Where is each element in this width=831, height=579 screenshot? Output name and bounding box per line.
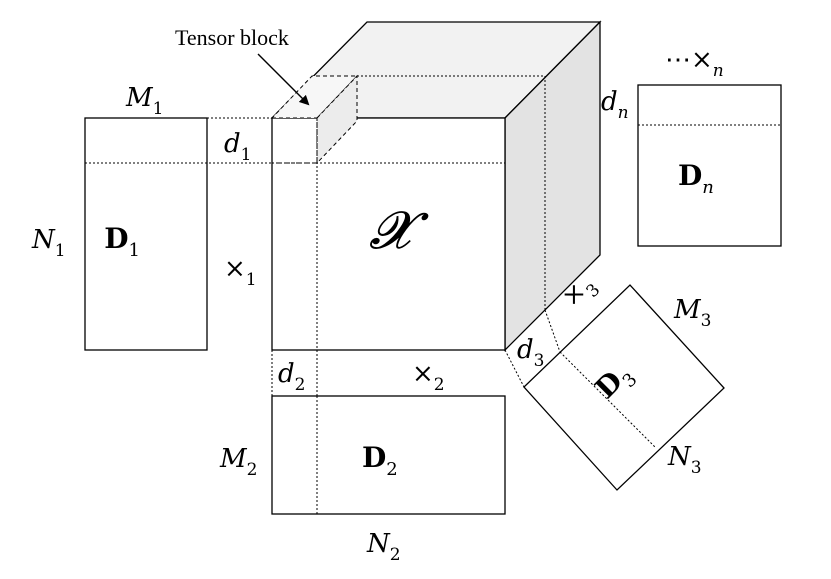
block-size-d2: d2 (278, 359, 305, 395)
matrix-d3-rows: M3 (673, 295, 711, 331)
matrix-d3-guide-2 (544, 309, 561, 353)
matrix-dn: Dn dn ⋯×n (601, 45, 782, 247)
tensor-block-front (271, 117, 318, 164)
matrix-d3-cols: N3 (667, 442, 702, 478)
matrix-d2-label: D2 (362, 441, 398, 480)
matrix-dn-rect (637, 84, 782, 247)
matrix-d1: D1 N1 M1 d1 ×1 (31, 83, 272, 351)
tensor-block (270, 74, 359, 165)
matrix-d1-rect (84, 117, 208, 351)
matrix-d3-guide-1 (504, 349, 525, 388)
tensor-block-side (316, 74, 358, 165)
matrix-d3-rect (523, 284, 725, 491)
matrix-dn-label: Dn (678, 159, 714, 198)
block-size-d3: d3 (517, 335, 544, 371)
block-size-dn: dn (601, 87, 629, 123)
matrix-d2-cols: N2 (366, 529, 401, 565)
tensor-cube: 𝓧 (270, 20, 602, 396)
matrix-d1-rows: N1 (31, 225, 66, 261)
mode-product-n: ⋯×n (665, 45, 724, 81)
matrix-d1-label: D1 (104, 222, 140, 261)
callout-arrow (257, 53, 310, 106)
block-size-d1: d1 (224, 129, 251, 165)
mode-product-2: ×2 (412, 359, 445, 395)
matrix-d1-cols: M1 (125, 83, 163, 119)
mode-product-1: ×1 (224, 254, 257, 290)
matrix-d2-rows: M2 (219, 444, 257, 480)
matrix-d2-rect (271, 395, 506, 515)
tensor-block-callout: Tensor block (175, 25, 289, 50)
matrix-d2: D2 M2 N2 d2 ×2 (219, 350, 506, 565)
cube-front-face (271, 117, 506, 351)
